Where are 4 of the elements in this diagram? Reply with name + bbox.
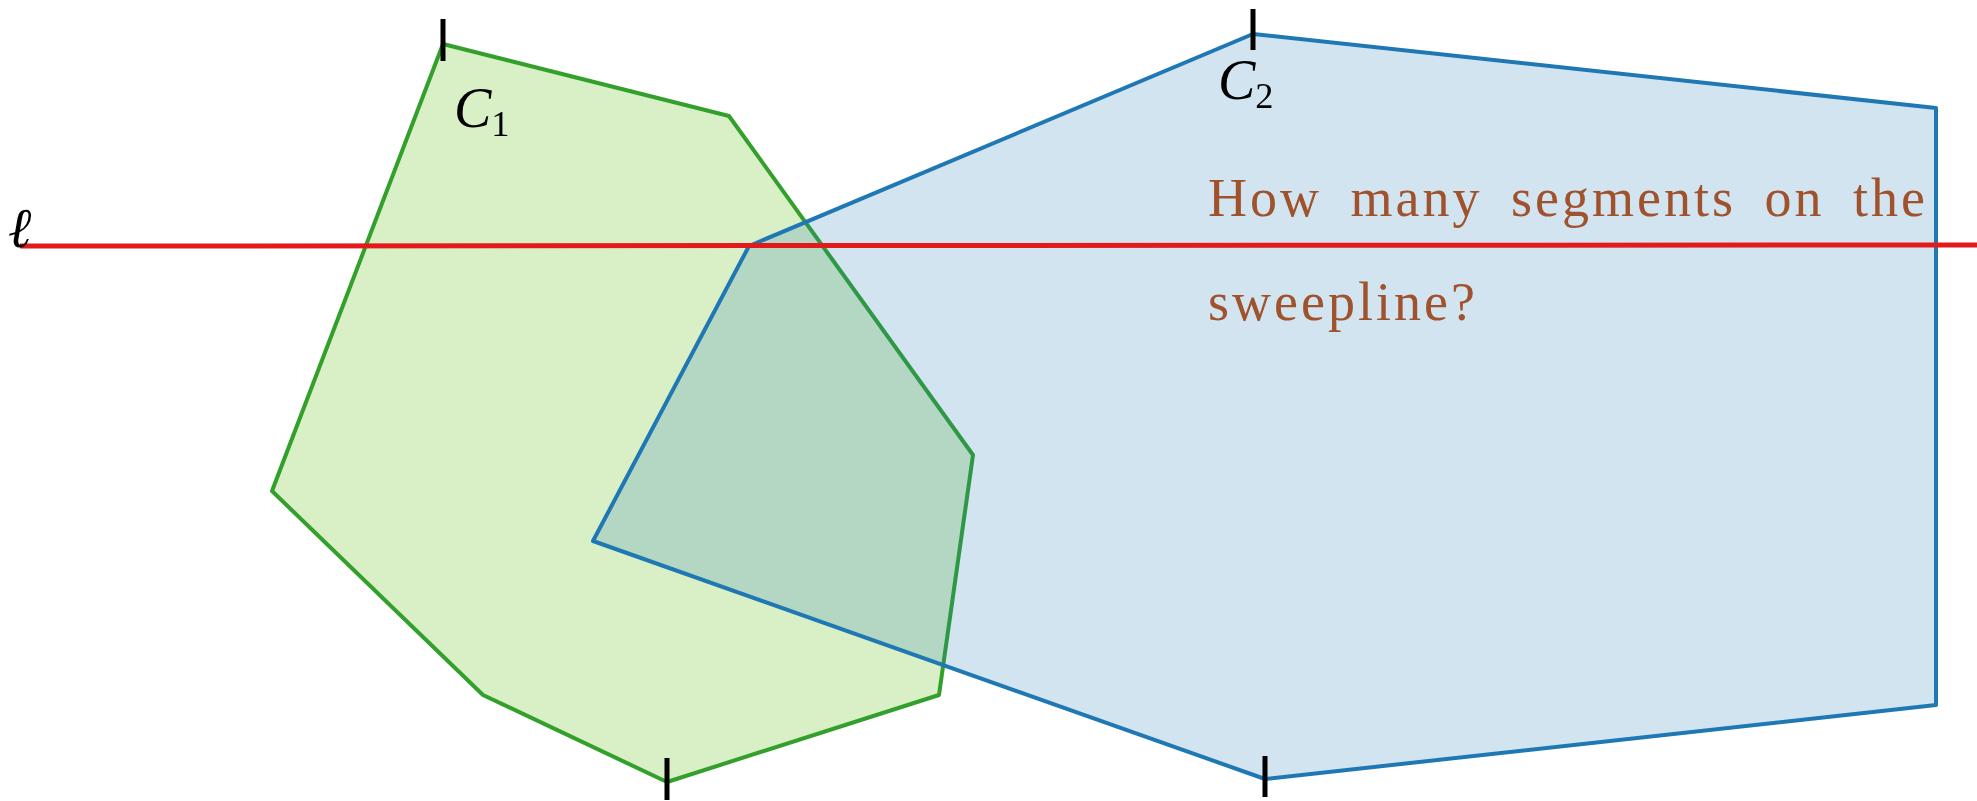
polygon-label: C$_{1}$ [454,80,510,143]
polygon-label: C$_{2}$ [1218,52,1274,115]
line-label: ℓ [8,200,32,256]
question-text: How many segments on the sweepline? [1208,167,1929,334]
